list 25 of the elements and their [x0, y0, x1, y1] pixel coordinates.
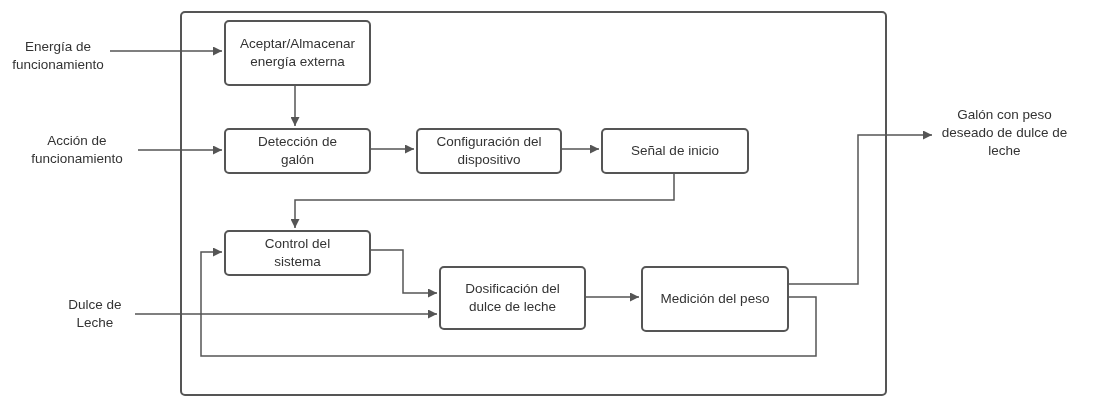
arrow	[290, 83, 300, 127]
process-box	[224, 230, 371, 276]
node-label: Señal de inicio	[631, 142, 719, 160]
arrow	[137, 145, 223, 155]
node-label: Detección de galón	[257, 133, 338, 169]
arrow	[109, 46, 223, 56]
process-box	[224, 128, 371, 174]
node-label: Medición del peso	[660, 290, 770, 308]
node-label: Galón con peso deseado de dulce de leche	[940, 106, 1069, 160]
process-box	[641, 266, 789, 332]
node-label: Aceptar/Almacenar energía externa	[240, 35, 355, 71]
process-box	[224, 20, 371, 86]
arrow	[290, 171, 675, 229]
process-box	[416, 128, 562, 174]
arrow	[134, 309, 438, 319]
node-label: Dosificación del dulce de leche	[464, 280, 561, 316]
process-box	[439, 266, 586, 330]
process-box	[601, 128, 749, 174]
system-boundary-box	[180, 11, 887, 396]
node-label: Acción de funcionamiento	[30, 132, 124, 168]
node-label: Dulce de Leche	[67, 296, 123, 332]
arrow	[200, 247, 817, 357]
node-label: Configuración del dispositivo	[435, 133, 543, 169]
node-label: Control del sistema	[263, 235, 332, 271]
node-label: Energía de funcionamiento	[11, 38, 105, 74]
